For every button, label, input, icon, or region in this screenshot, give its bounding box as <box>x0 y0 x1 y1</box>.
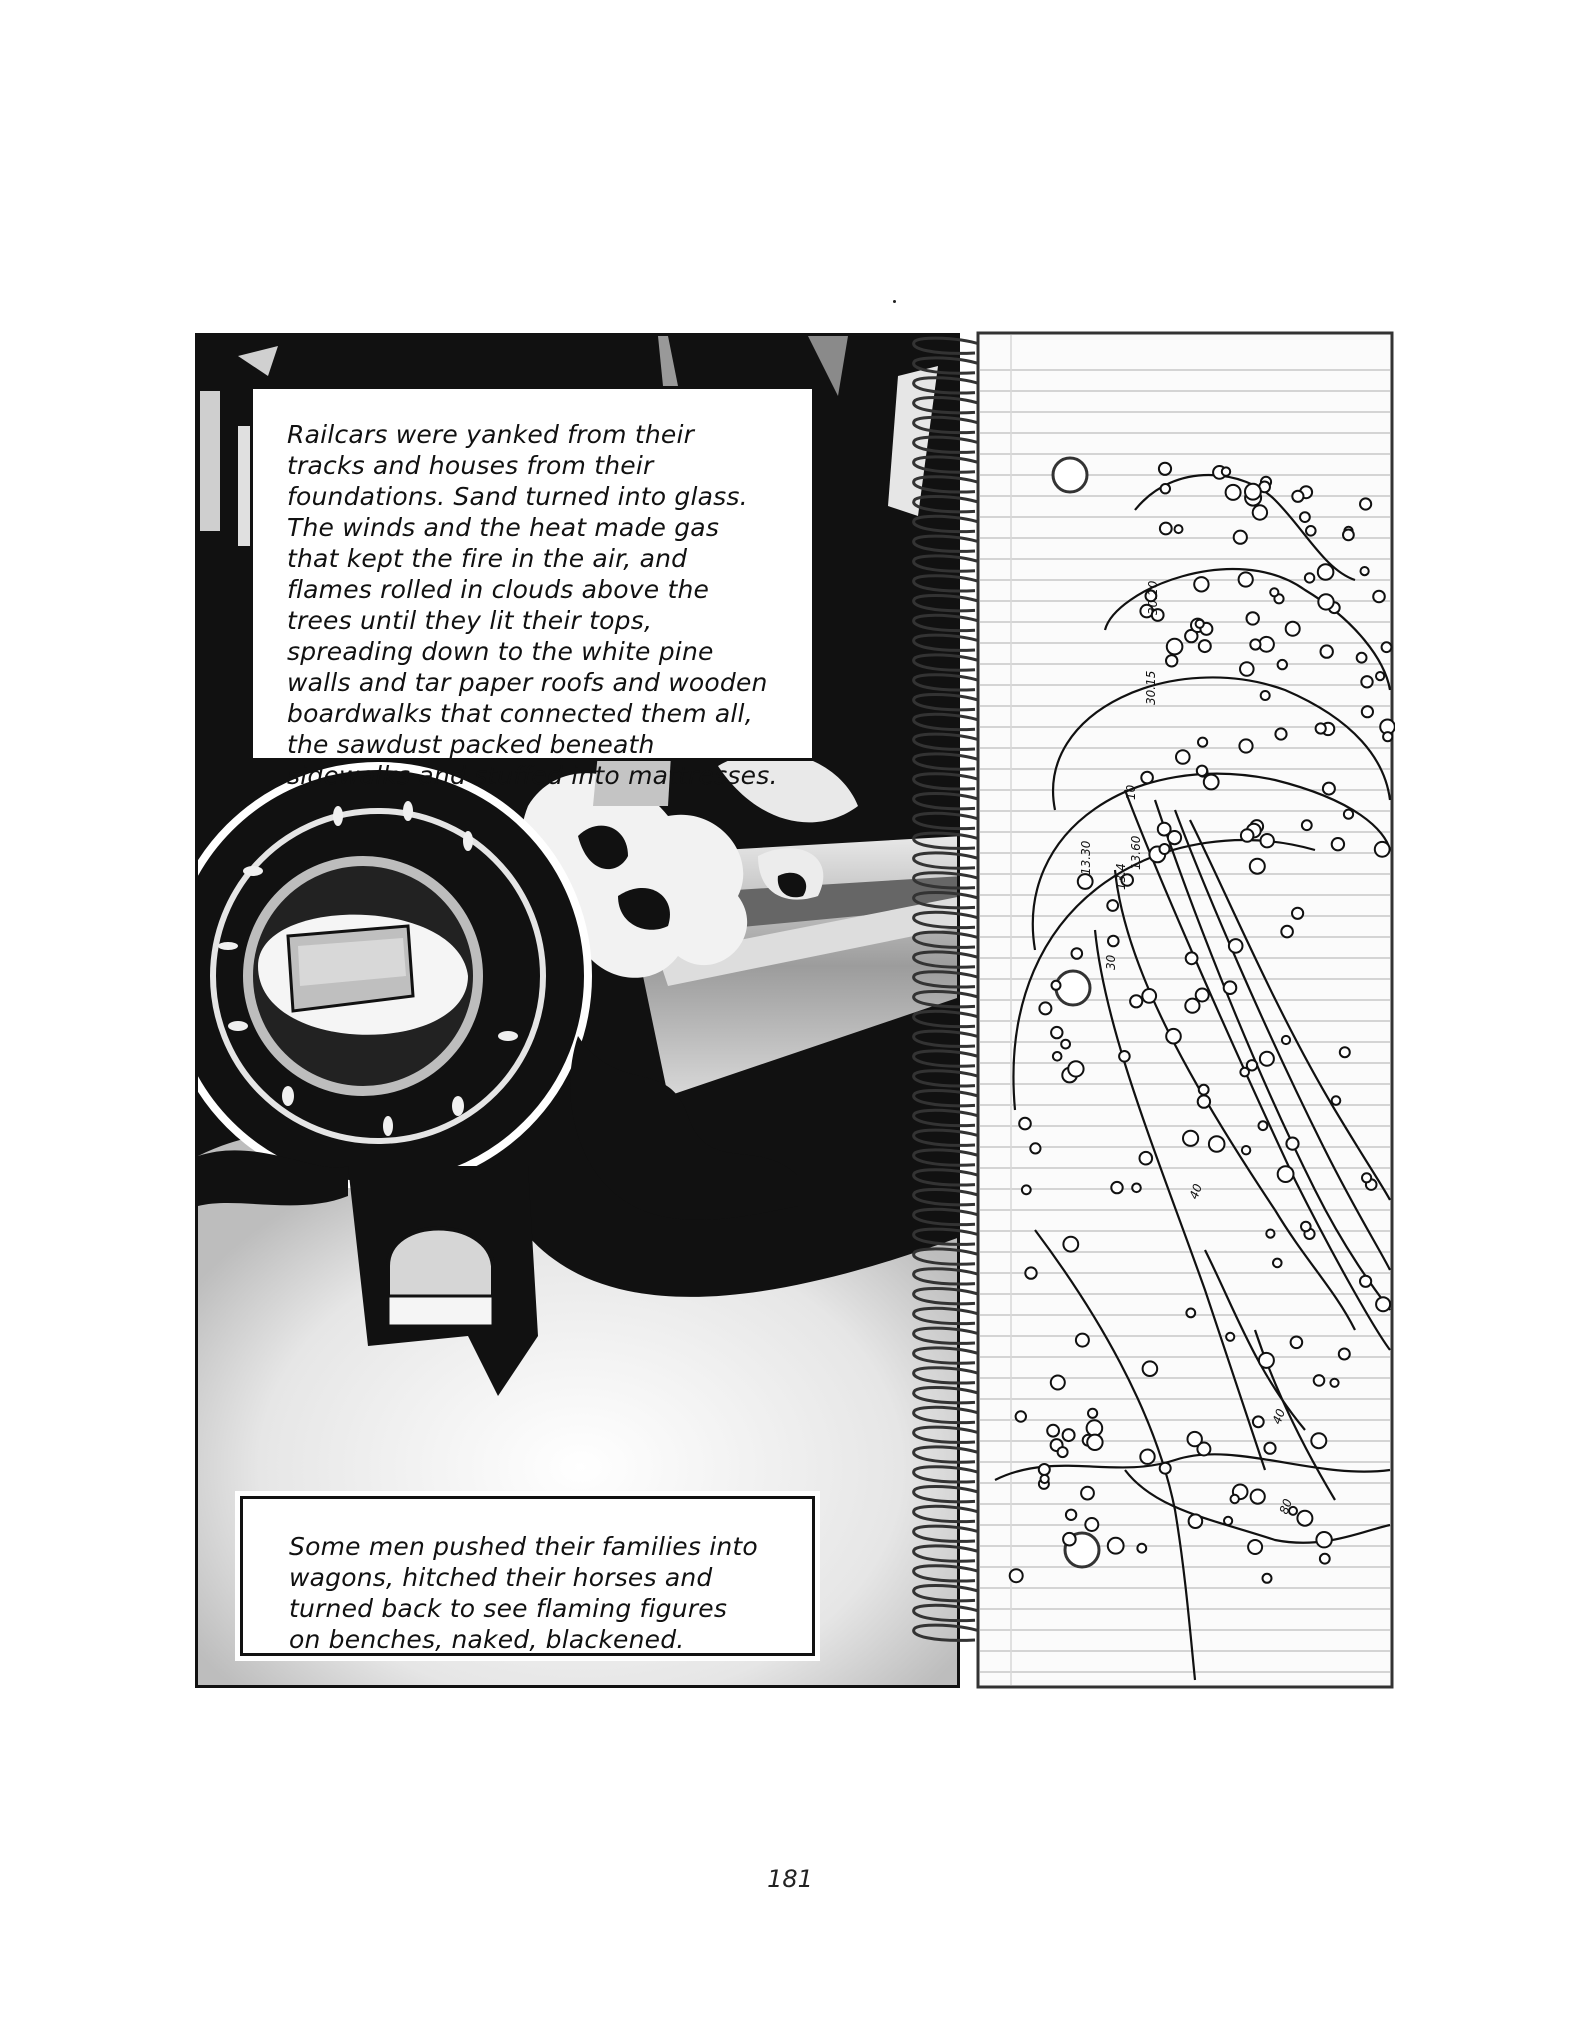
svg-text:13.30: 13.30 <box>1079 840 1093 875</box>
spiral-coil <box>912 1485 986 1504</box>
spiral-coil <box>912 752 986 771</box>
spiral-coil <box>912 633 986 652</box>
spiral-coil <box>912 1029 986 1048</box>
spiral-coil <box>912 336 986 355</box>
spiral-coil <box>912 1188 986 1207</box>
spiral-coil <box>912 1346 986 1365</box>
spiral-coil <box>912 475 986 494</box>
spiral-coil <box>912 693 986 712</box>
spiral-coil <box>912 1069 986 1088</box>
notebook-page: 30.20 30.15 13.30 13.4 13.60 10 30 40 40… <box>976 331 1395 1689</box>
spiral-coil <box>912 772 986 791</box>
spiral-coil <box>912 673 986 692</box>
spiral-coil <box>912 415 986 435</box>
spiral-coil <box>912 356 986 375</box>
svg-text:40: 40 <box>1187 1182 1206 1201</box>
spiral-coil <box>912 554 986 573</box>
spiral-coil <box>912 435 986 454</box>
spiral-coil <box>912 1306 986 1326</box>
spiral-coil <box>912 613 986 633</box>
spiral-coil <box>912 1564 986 1583</box>
spiral-coil <box>912 1445 986 1464</box>
spiral-coil <box>912 1287 986 1306</box>
spiral-coil <box>912 990 986 1009</box>
spiral-coil <box>912 495 986 514</box>
spiral-coil <box>912 1524 986 1543</box>
svg-text:30.20: 30.20 <box>1146 580 1160 615</box>
spiral-coil <box>912 1326 986 1345</box>
spiral-coil <box>912 1465 986 1484</box>
svg-text:30: 30 <box>1104 954 1118 970</box>
caption-bottom: Some men pushed their families into wago… <box>235 1491 820 1661</box>
spiral-coil <box>912 1089 986 1108</box>
spiral-coil <box>912 1623 986 1642</box>
spiral-coil <box>912 1504 986 1524</box>
spiral-coil <box>912 1247 986 1266</box>
spiral-coil <box>912 1168 986 1187</box>
spiral-coil <box>912 1386 986 1405</box>
spiral-coil <box>912 594 986 613</box>
fire-map-sketch <box>994 473 1392 1681</box>
map-labels: 30.20 30.15 13.30 13.4 13.60 10 30 40 40… <box>1079 580 1295 1516</box>
spiral-coil <box>912 910 986 930</box>
svg-text:30.15: 30.15 <box>1144 671 1158 705</box>
spiral-coil <box>912 1603 986 1623</box>
svg-text:13.60: 13.60 <box>1129 835 1143 870</box>
spiral-coil <box>912 1366 986 1385</box>
spiral-coil <box>912 712 986 732</box>
spiral-coil <box>912 1584 986 1603</box>
svg-text:10: 10 <box>1124 784 1138 800</box>
spiral-coil <box>912 1108 986 1128</box>
spiral-coil <box>912 514 986 534</box>
spiral-coil <box>912 1128 986 1147</box>
spiral-coil <box>912 792 986 811</box>
spiral-coil <box>912 376 986 395</box>
spiral-coil <box>912 732 986 751</box>
spiral-coil <box>912 1267 986 1286</box>
spiral-coil <box>912 871 986 890</box>
spiral-coil <box>912 455 986 474</box>
spiral-coil <box>912 1544 986 1563</box>
spiral-coil <box>912 1425 986 1444</box>
spiral-coil <box>912 1049 986 1068</box>
spiral-binding <box>912 336 986 1642</box>
spiral-coil <box>912 970 986 989</box>
spiral-coil <box>912 1009 986 1029</box>
spiral-coil <box>912 930 986 949</box>
stray-dot <box>893 300 896 303</box>
spiral-coil <box>912 891 986 910</box>
spiral-coil <box>912 1207 986 1227</box>
spiral-coil <box>912 1148 986 1167</box>
spiral-coil <box>912 653 986 672</box>
spiral-coil <box>912 534 986 553</box>
page-number: 181 <box>767 1865 813 1893</box>
spiral-coil <box>912 811 986 831</box>
svg-text:13.4: 13.4 <box>1114 863 1128 890</box>
spiral-coil <box>912 851 986 870</box>
caption-top: Railcars were yanked from their tracks a… <box>250 386 815 790</box>
spiral-coil <box>912 574 986 593</box>
svg-text:80: 80 <box>1277 1497 1296 1516</box>
spiral-coil <box>912 950 986 969</box>
spiral-coil <box>912 1405 986 1425</box>
svg-text:40: 40 <box>1270 1407 1289 1426</box>
spiral-coil <box>912 831 986 850</box>
left-comic-panel: Railcars were yanked from their tracks a… <box>195 333 960 1688</box>
spiral-coil <box>912 1227 986 1246</box>
spiral-coil <box>912 396 986 415</box>
